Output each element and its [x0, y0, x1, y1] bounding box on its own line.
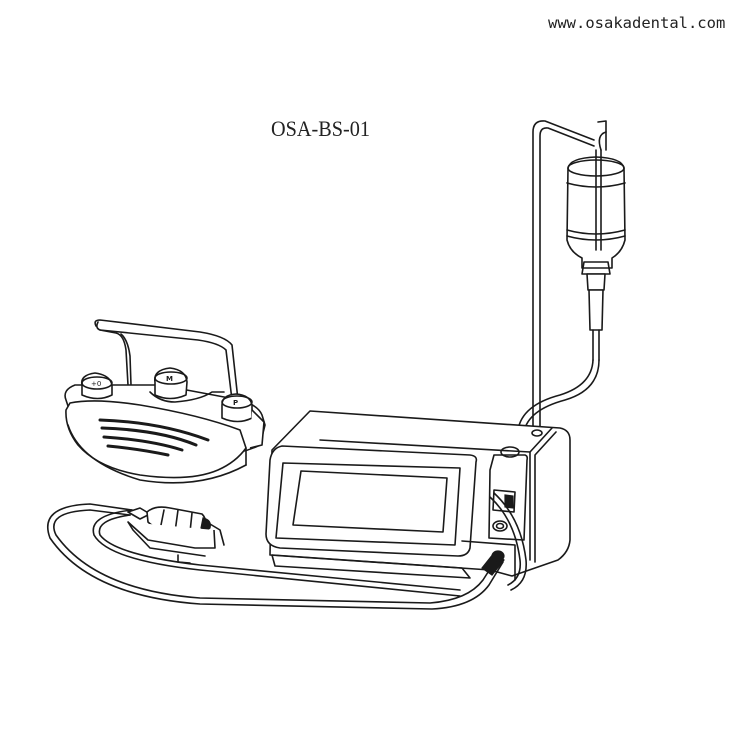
- main-console: [265, 410, 571, 581]
- svg-text:+0: +0: [91, 380, 101, 388]
- motor-handpiece-icon: [127, 506, 225, 564]
- irrigation-tube: [517, 359, 600, 451]
- touchscreen: [292, 470, 448, 533]
- svg-text:P: P: [233, 399, 238, 407]
- irrigation-bottle-icon: [566, 149, 626, 361]
- irrigation-pole: [532, 120, 607, 433]
- foot-pedal: +0 M P: [64, 319, 266, 484]
- model-label: OSA-BS-01: [271, 116, 370, 141]
- svg-text:M: M: [166, 375, 173, 383]
- irrigation-tube-lower: [489, 496, 522, 586]
- website-watermark: www.osakadental.com: [548, 14, 726, 32]
- motor-cable: [47, 503, 505, 610]
